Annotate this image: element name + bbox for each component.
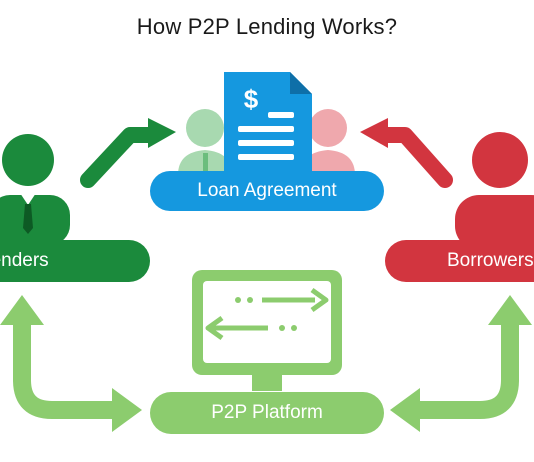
person-tie-icon [0,134,70,245]
faded-borrower-icon [301,109,355,175]
monitor-exchange-icon [192,270,342,391]
loan-agreement-pill [150,171,384,211]
faded-lender-icon [178,109,232,175]
loan-agreement-label: Loan Agreement [197,180,337,201]
person-icon [455,132,534,250]
borrower-to-agreement-arrow [360,118,453,188]
lenders-label: Lenders [0,250,49,271]
svg-text:$: $ [244,84,259,114]
lender-platform-arrow [0,295,142,432]
borrowers-pill [385,240,534,282]
lenders-pill [0,240,150,282]
borrower-platform-arrow [390,295,532,432]
dollar-document-icon: $ [224,72,312,172]
diagram-title: How P2P Lending Works? [136,14,398,39]
borrowers-label: Borrowers [447,250,534,271]
platform-pill [150,392,384,434]
lender-to-agreement-arrow [80,118,176,188]
platform-label: P2P Platform [211,402,323,423]
